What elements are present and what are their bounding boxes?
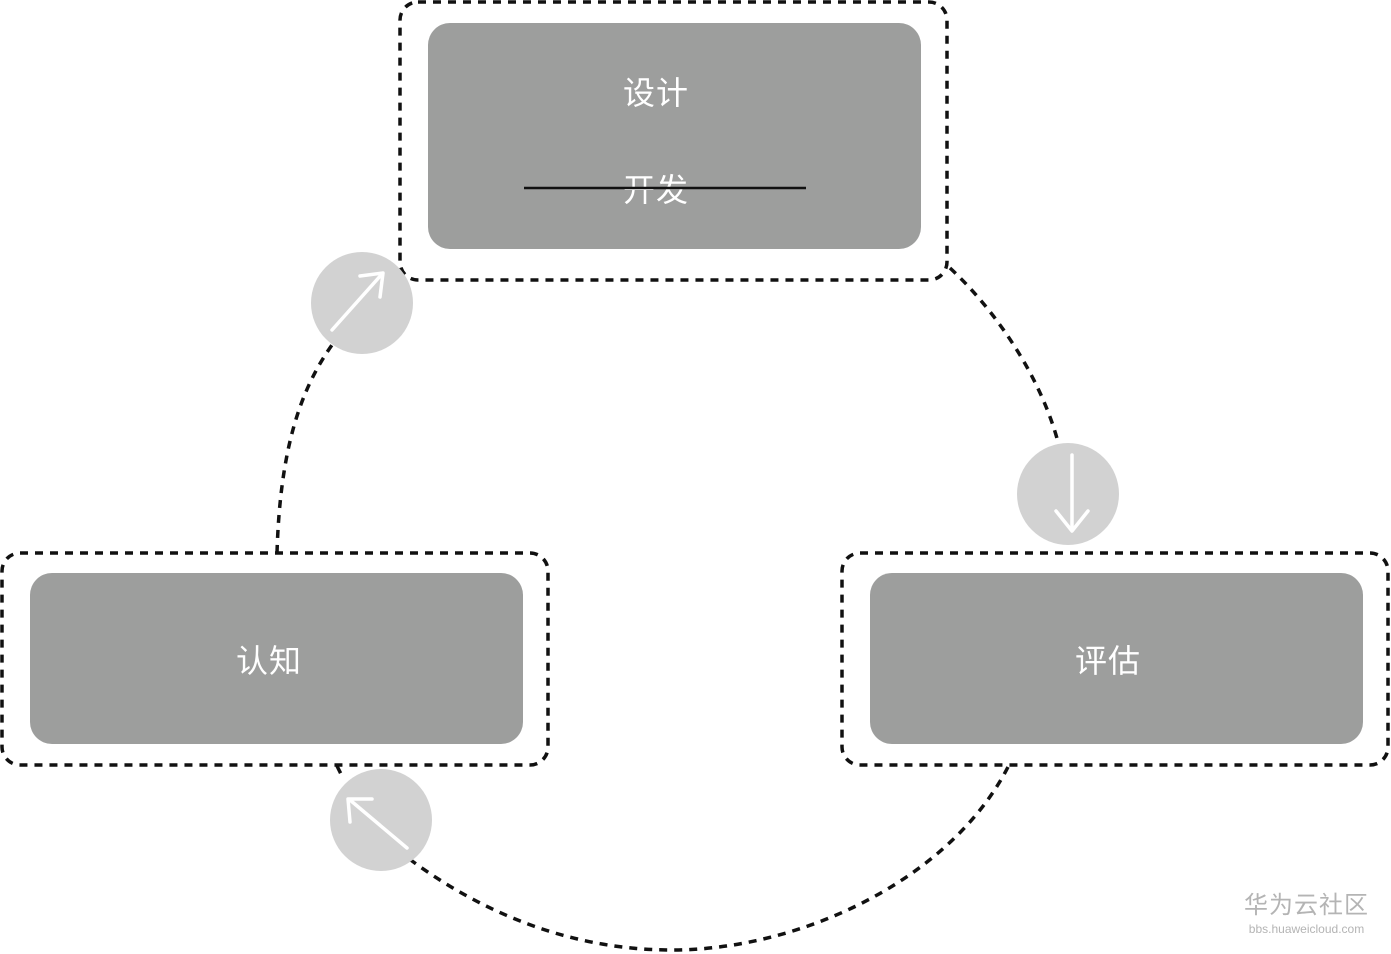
connector-cognition-tail [335, 765, 345, 779]
evaluation-node-box [870, 573, 1363, 744]
connector-design-to-evaluation [948, 266, 1060, 443]
connector-cognition-to-design [275, 343, 334, 554]
cognition-dashed-frame [0, 551, 550, 767]
design-label: 设计 [622, 74, 690, 112]
arrow-up-left-icon [330, 769, 432, 871]
connector-evaluation-to-cognition [402, 766, 1010, 952]
watermark: 华为云社区 bbs.huaweicloud.com [1244, 885, 1369, 936]
cognition-label: 认知 [235, 642, 303, 680]
design-dashed-frame [398, 0, 949, 282]
develop-label: 开发 [622, 171, 690, 209]
evaluation-label: 评估 [1074, 642, 1142, 680]
watermark-title: 华为云社区 [1244, 891, 1369, 919]
arrow-down-icon [1017, 443, 1119, 545]
design-node-box [428, 23, 921, 249]
watermark-url: bbs.huaweicloud.com [1248, 922, 1365, 936]
cognition-node-box [30, 573, 523, 744]
arrow-up-right-icon [311, 252, 413, 354]
evaluation-dashed-frame [840, 551, 1390, 767]
